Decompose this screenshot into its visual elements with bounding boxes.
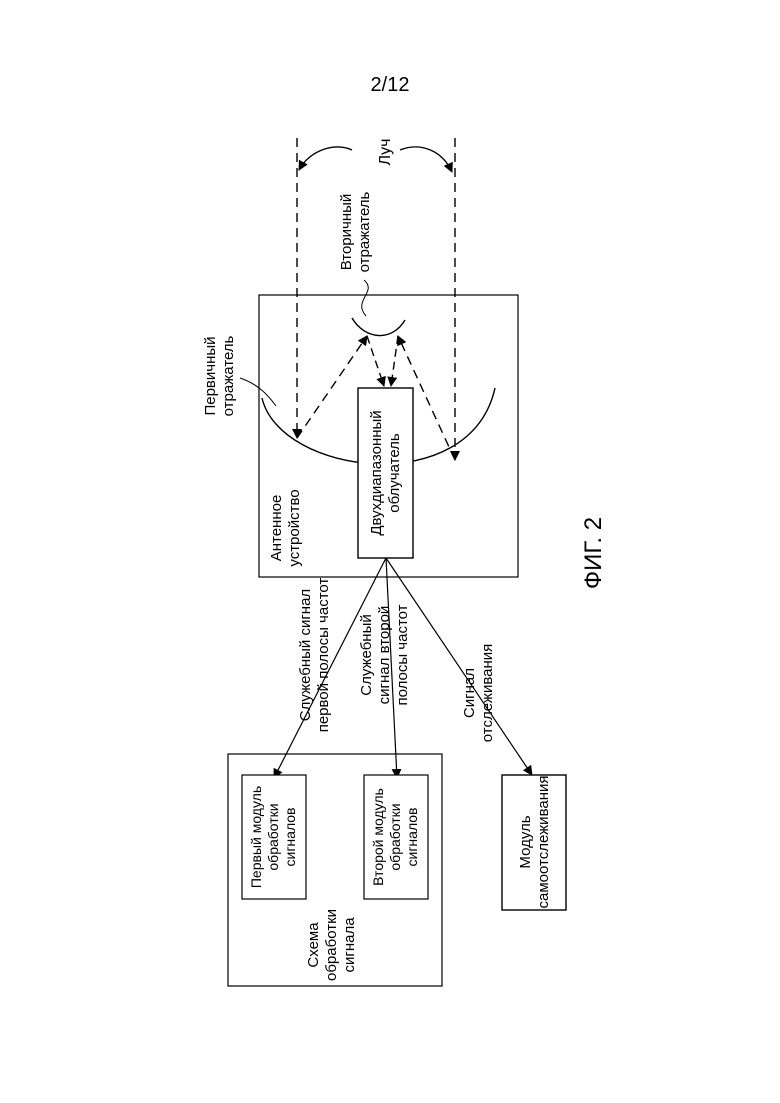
svg-text:Двухдиапазонный: Двухдиапазонный [368,410,385,535]
primary-reflector-leader [240,378,276,406]
svg-text:сигнал второй: сигнал второй [376,606,393,705]
svg-text:сигналов: сигналов [282,808,298,867]
secondary-reflector-label: Вторичный отражатель [338,191,373,272]
figure-label: ФИГ. 2 [580,517,607,589]
beam-label: Луч [377,138,394,165]
svg-text:Служебный: Служебный [358,614,375,696]
svg-text:отражатель: отражатель [220,335,237,416]
svg-text:Схема: Схема [305,922,322,968]
svg-text:Луч: Луч [377,138,394,165]
svg-text:полосы частот: полосы частот [394,604,411,705]
secondary-ray-right [391,336,398,386]
signal-processing-circuit-label: Схема обработки сигнала [305,909,358,981]
svg-text:устройство: устройство [286,489,303,566]
primary-reflector-label: Первичный отражатель [202,335,237,416]
secondary-reflector-dish [352,318,405,336]
tracking-signal-label: Сигнал отслеживания [461,644,496,742]
svg-text:Первый модуль: Первый модуль [248,786,264,888]
svg-text:первой полосы частот: первой полосы частот [315,578,332,733]
svg-text:Второй модуль: Второй модуль [370,788,386,886]
svg-text:отслеживания: отслеживания [479,644,496,742]
service-signal-band1-label: Служебный сигнал первой полосы частот [297,578,332,733]
svg-text:Первичный: Первичный [202,336,219,415]
svg-text:Сигнал: Сигнал [461,668,478,718]
svg-text:ФИГ. 2: ФИГ. 2 [580,517,607,589]
service-signal-band2-label: Служебный сигнал второй полосы частот [358,604,411,705]
autotracking-module-box [502,775,566,910]
svg-text:обработки: обработки [265,803,281,870]
svg-text:облучатель: облучатель [386,433,403,513]
svg-text:Модуль: Модуль [517,815,534,868]
svg-text:обработки: обработки [387,803,403,870]
svg-text:самоотслеживания: самоотслеживания [535,776,552,909]
svg-text:Антенное: Антенное [268,495,285,562]
svg-text:Служебный сигнал: Служебный сигнал [297,589,314,721]
page-number: 2/12 [371,74,410,96]
svg-text:сигнала: сигнала [341,917,358,973]
beam-arc-right [400,147,452,172]
svg-text:сигналов: сигналов [404,808,420,867]
svg-text:отражатель: отражатель [356,191,373,272]
antenna-device-label: Антенное устройство [268,489,303,566]
svg-text:обработки: обработки [323,909,340,981]
secondary-ray-left [367,336,384,386]
reflected-ray-left [297,336,367,438]
svg-text:Вторичный: Вторичный [338,194,355,271]
beam-arc-left [299,147,352,170]
secondary-reflector-leader [362,280,369,316]
